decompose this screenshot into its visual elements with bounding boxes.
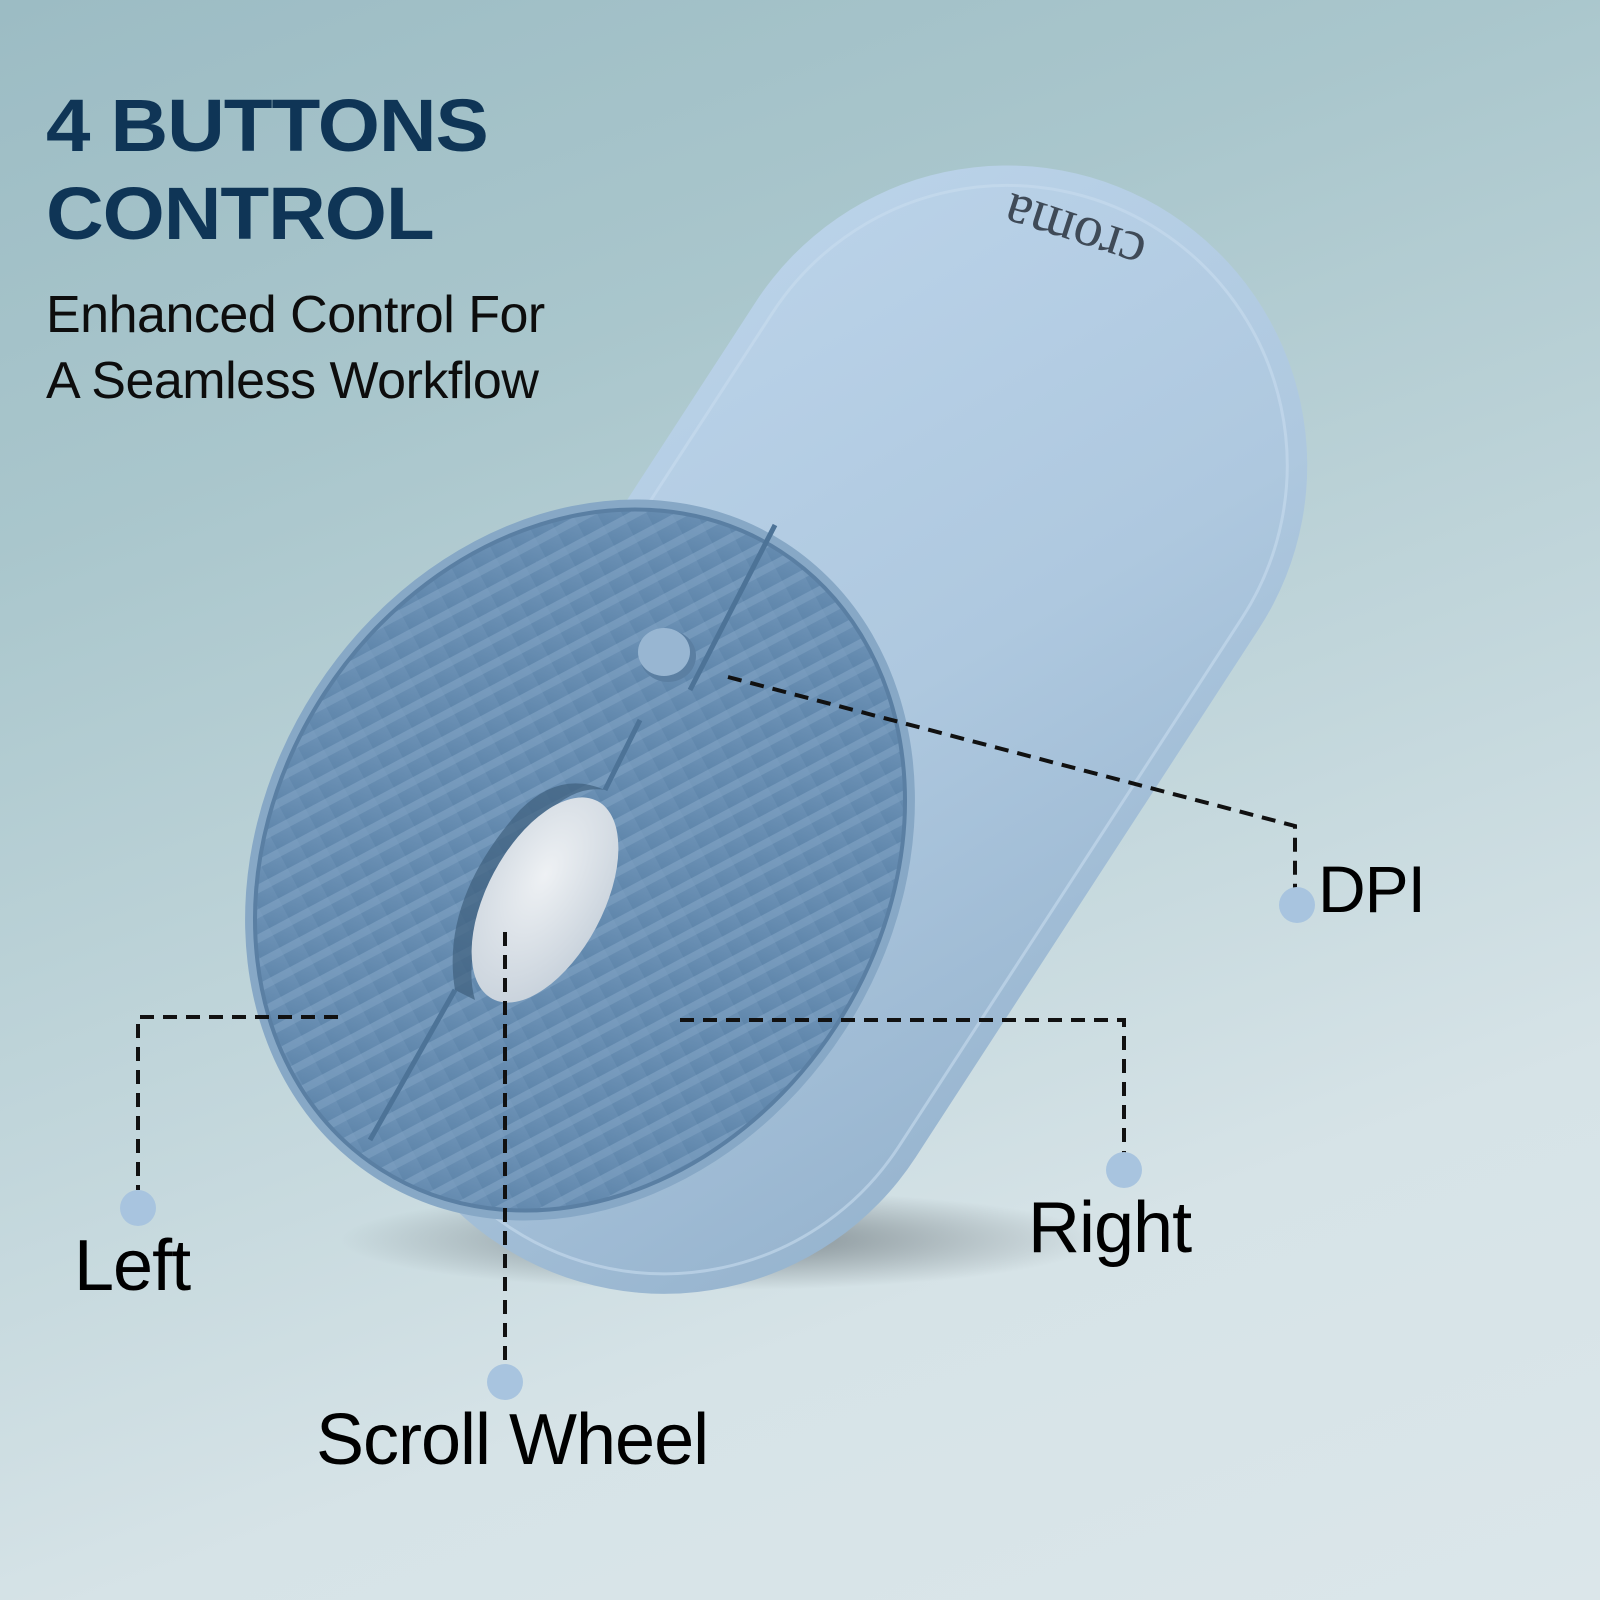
subtitle: Enhanced Control For A Seamless Workflow bbox=[46, 282, 545, 414]
right-callout-line bbox=[680, 1018, 1126, 1160]
dpi-label: DPI bbox=[1318, 852, 1426, 926]
subtitle-line-1: Enhanced Control For bbox=[46, 286, 545, 344]
scroll-dot bbox=[487, 1364, 523, 1400]
left-label: Left bbox=[74, 1226, 191, 1306]
headline-line-1: 4 BUTTONS bbox=[46, 84, 489, 167]
headline: 4 BUTTONS CONTROL bbox=[46, 82, 489, 258]
right-dot bbox=[1106, 1152, 1142, 1188]
left-dot bbox=[120, 1190, 156, 1226]
callout-dots bbox=[120, 887, 1315, 1400]
right-label: Right bbox=[1028, 1188, 1192, 1268]
dpi-dot bbox=[1279, 887, 1315, 923]
subtitle-line-2: A Seamless Workflow bbox=[46, 352, 539, 410]
scroll-wheel bbox=[452, 783, 619, 1003]
dpi-button bbox=[638, 628, 696, 682]
button-split-line bbox=[367, 523, 778, 1142]
scroll-wheel-label: Scroll Wheel bbox=[316, 1400, 709, 1480]
dpi-callout-line bbox=[727, 675, 1297, 890]
callout-lines bbox=[136, 675, 1297, 1375]
headline-line-2: CONTROL bbox=[46, 172, 435, 255]
